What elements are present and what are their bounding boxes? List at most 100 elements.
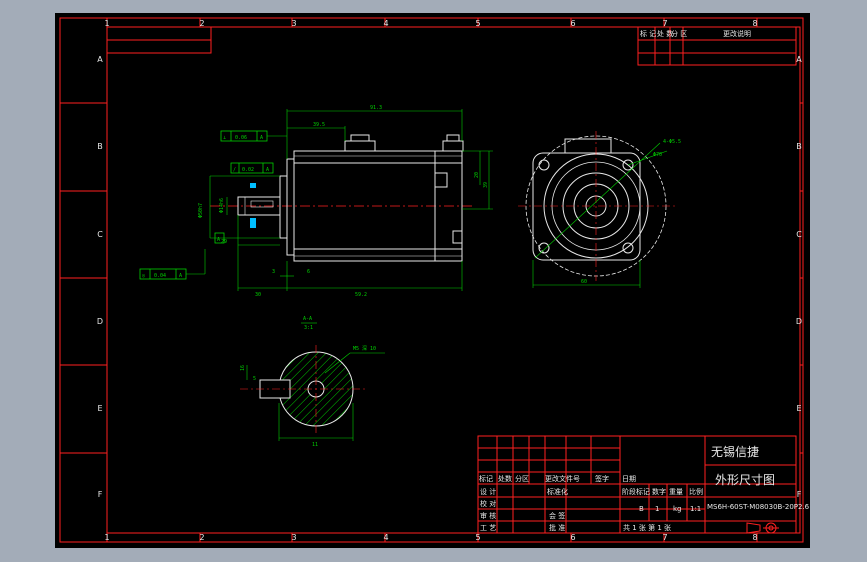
- code-block: [106, 26, 212, 54]
- rev-header-desc: 更改说明: [723, 29, 751, 38]
- rev-header-zone: 分 区: [671, 29, 687, 38]
- tb-row-countersign: 会 签: [549, 511, 565, 520]
- tb-header-date: 日期: [622, 475, 636, 483]
- side-view-dimensions: [209, 109, 493, 291]
- col-label-top: 8: [752, 19, 757, 28]
- row-label-left: B: [97, 142, 103, 151]
- row-label-right: F: [797, 490, 802, 499]
- tol-flatness-value: 0.02: [242, 167, 254, 173]
- rev-header-mark: 标 记: [640, 29, 656, 38]
- inner-frame: [106, 26, 801, 534]
- outer-frame: [59, 17, 804, 543]
- tb-drawing-title: 外形尺寸图: [715, 473, 775, 487]
- col-label-bottom: 4: [383, 533, 388, 542]
- title-block: 标记 处数 分区 更改文件号 签字 日期 设 计 标准化 校 对 审 核 会 签…: [477, 435, 810, 534]
- tol-flatness: / 0.02 A: [230, 162, 274, 174]
- dim-side-h2: 39: [483, 182, 489, 188]
- tol-flatness-symbol: /: [233, 167, 236, 173]
- col-label-bottom: 7: [662, 533, 667, 542]
- col-label-top: 7: [662, 19, 667, 28]
- col-label-bottom: 6: [570, 533, 575, 542]
- row-label-left: A: [97, 55, 103, 64]
- tb-row-check: 校 对: [480, 499, 496, 508]
- tol-runout: ⊥ 0.06 A: [220, 130, 287, 142]
- dim-tap: M5 深 10: [353, 345, 376, 352]
- col-label-bottom: 2: [199, 533, 204, 542]
- dim-key-len: 11: [312, 442, 318, 448]
- dim-pilot-dia: Φ50h7: [198, 203, 204, 218]
- dim-side-h: 20: [474, 172, 480, 178]
- col-label-top: 4: [383, 19, 388, 28]
- zone-ticks: [60, 18, 803, 542]
- tb-row-process: 工 艺: [480, 524, 496, 532]
- col-label-top: 2: [199, 19, 204, 28]
- tb-header-file: 更改文件号: [545, 474, 580, 483]
- dim-key-w: 5: [253, 376, 256, 382]
- tb-quantity-header: 数字: [652, 487, 666, 496]
- dim-flange-gap: 3: [272, 269, 275, 275]
- row-label-right: B: [796, 142, 802, 151]
- dim-body-length: 59.2: [355, 292, 367, 298]
- tb-row-review: 审 核: [480, 511, 496, 520]
- tb-row-approve: 批 准: [549, 523, 565, 532]
- row-label-left: E: [97, 404, 102, 413]
- datum-marker: A: [214, 232, 225, 244]
- row-label-right: A: [796, 55, 802, 64]
- dim-square: 60: [581, 279, 587, 285]
- col-label-top: 1: [104, 19, 109, 28]
- end-view-dimensions: [532, 142, 668, 288]
- tb-header-count: 处数: [498, 474, 512, 483]
- col-label-bottom: 8: [752, 533, 757, 542]
- tb-scale-header: 比例: [689, 487, 703, 496]
- col-label-top: 3: [291, 19, 296, 28]
- row-label-right: E: [796, 404, 801, 413]
- tb-weight-header: 重量: [669, 488, 683, 496]
- dim-body-offset: 39.5: [313, 122, 325, 128]
- datum-label: A: [217, 237, 220, 243]
- drawing-canvas: 1 2 3 4 5 6 7 8 1 2 3 4 5 6 7 8 A B C D …: [59, 17, 810, 543]
- tb-header-sign: 签字: [595, 474, 609, 483]
- section-aa: A-A 3:1: [240, 316, 385, 441]
- projection-symbol-icon: [746, 522, 779, 534]
- dim-shaft-ext: 30: [255, 292, 261, 298]
- col-label-bottom: 1: [104, 533, 109, 542]
- tb-row-design: 设 计: [480, 487, 496, 496]
- tol-flatness-datum: A: [266, 167, 269, 173]
- tol-concentric-datum: A: [179, 273, 182, 279]
- col-label-bottom: 3: [291, 533, 296, 542]
- tol-concentric-value: 0.04: [154, 273, 166, 279]
- dim-flange-thk: 6: [307, 269, 310, 275]
- tol-runout-datum: A: [260, 135, 263, 141]
- dim-total-length: 91.3: [370, 105, 382, 111]
- tb-row-standard: 标准化: [547, 487, 568, 496]
- tb-header-zone: 分区: [515, 474, 529, 483]
- dim-hole-dia: 4-Φ5.5: [663, 139, 681, 145]
- cad-viewport[interactable]: 1 2 3 4 5 6 7 8 1 2 3 4 5 6 7 8 A B C D …: [55, 13, 810, 548]
- section-label: A-A: [303, 316, 312, 322]
- section-scale: 3:1: [304, 325, 313, 331]
- row-label-right: C: [796, 230, 802, 239]
- motor-end-view: [518, 131, 675, 281]
- dim-shaft-dia: Φ14h6: [219, 198, 225, 213]
- row-label-left: F: [98, 490, 103, 499]
- rev-header-count: 处 数: [657, 29, 673, 38]
- row-label-right: D: [796, 317, 802, 326]
- tb-scale-value: 1:1: [690, 505, 701, 513]
- tb-stage-value: B: [639, 505, 644, 513]
- dim-key-h: 16: [240, 365, 246, 371]
- tb-header-mark: 标记: [479, 474, 493, 483]
- tb-sheet: 共 1 张 第 1 张: [623, 523, 671, 532]
- motor-side-view: [210, 134, 475, 262]
- tb-stage-header: 阶段标记: [622, 487, 650, 496]
- tb-drawing-number: MS6H-60ST-M08030B-20P2.6: [707, 503, 810, 511]
- tb-company: 无锡信捷: [711, 444, 759, 459]
- dim-pcd: Φ70: [653, 152, 662, 158]
- tb-weight-value: kg: [673, 505, 682, 513]
- row-label-left: C: [97, 230, 103, 239]
- row-label-left: D: [97, 317, 103, 326]
- tol-runout-value: 0.06: [235, 135, 247, 141]
- col-label-top: 6: [570, 19, 575, 28]
- tol-runout-symbol: ⊥: [223, 135, 226, 141]
- tol-concentric: ◎ 0.04 A: [139, 249, 206, 280]
- tb-quantity-value: 1: [655, 505, 659, 513]
